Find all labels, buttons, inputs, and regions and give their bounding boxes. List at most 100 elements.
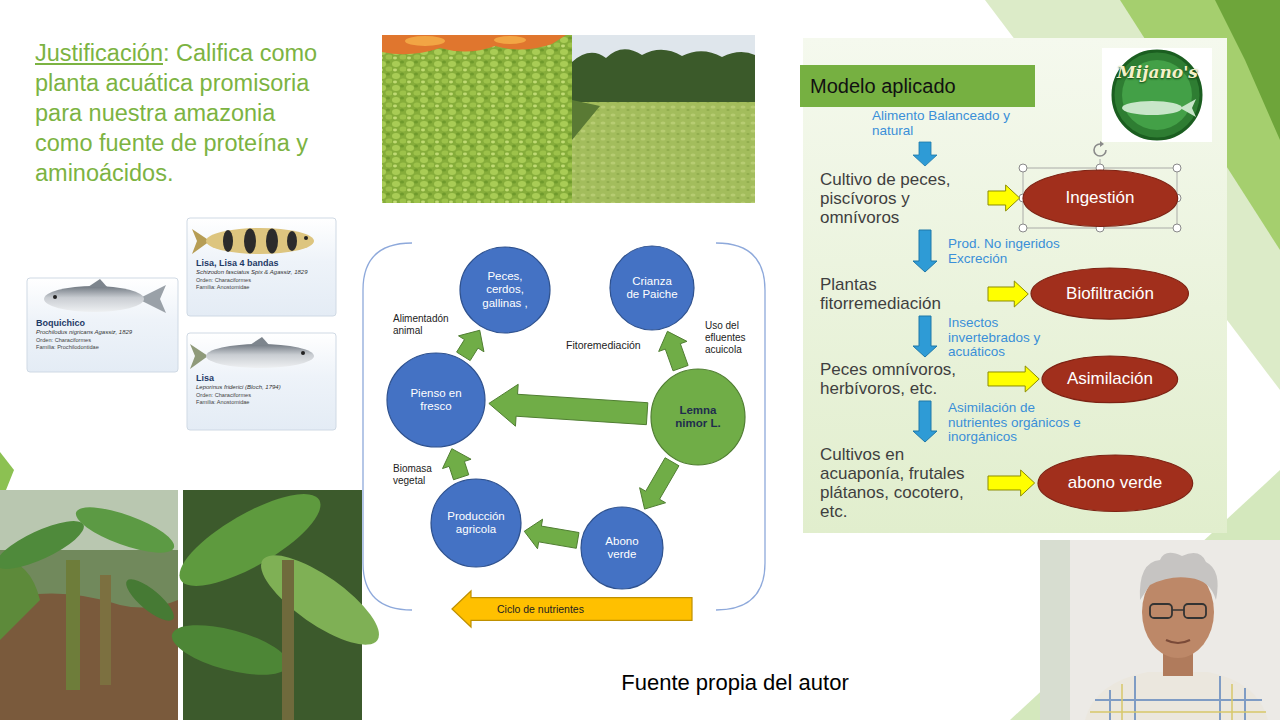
- banana-leaf: [167, 615, 293, 685]
- pond-photo-water: [572, 102, 755, 203]
- taxon-order: Orden: Characiformes: [196, 392, 330, 399]
- ellipse-shape: [1023, 170, 1178, 226]
- plantain-photo-grass: [0, 560, 40, 640]
- node-text: Abono verde: [597, 535, 647, 561]
- flow-step: Peces omnívoros, herbívoros, etc.: [820, 360, 985, 398]
- taxon-family: Familia: Anostomidae: [196, 284, 330, 291]
- band-arrow-shape: [452, 591, 692, 627]
- webcam-shirt-check: [1090, 684, 1266, 720]
- flow-note: Prod. No ingeridos Excreción: [948, 236, 1078, 266]
- text-group: Plantas fitorremediación: [820, 275, 985, 313]
- flow-note: Insectos invertebrados y acuáticos: [948, 316, 1058, 360]
- plantain-leaf: [0, 512, 89, 578]
- node-text: Crianza de Paiche: [626, 275, 678, 301]
- heading-word: Justificación: [35, 40, 163, 66]
- taxon-family: Familia: Anostomidae: [196, 399, 330, 406]
- fish-body: [206, 228, 314, 254]
- cycle-arrow: [524, 519, 579, 549]
- cycle-arrow: [489, 384, 648, 426]
- flow-step: Cultivos en acuaponía, frutales plátanos…: [820, 445, 985, 521]
- ellipse-shape: [460, 247, 550, 333]
- plantain-leaf: [71, 498, 179, 562]
- species-card-ground: [187, 218, 336, 316]
- selection-handle: [1019, 164, 1027, 172]
- fish-tail: [190, 344, 208, 369]
- source-circle: Lemna nimor L.: [650, 368, 746, 466]
- text-group: Modelo aplicado: [810, 74, 1025, 98]
- node-text: Biofiltración: [1045, 284, 1175, 304]
- plantain-stem: [66, 560, 80, 690]
- yellow-arrow: [988, 281, 1028, 307]
- cycle-arrow: [640, 458, 679, 509]
- text-group: Abono verde: [597, 535, 647, 561]
- fish-band: [223, 230, 233, 252]
- webcam-mouth: [1166, 640, 1190, 643]
- process-ellipse: Ingestión: [1022, 169, 1179, 227]
- fish-eye: [304, 236, 308, 240]
- ellipse-shape: [1038, 455, 1193, 511]
- text-group: Ciclo de nutrientes: [497, 603, 584, 615]
- process-ellipse: abono verde: [1037, 454, 1194, 512]
- cycle-circle: Abono verde: [580, 506, 664, 590]
- fish-body: [44, 286, 144, 312]
- node-text: Modelo aplicado: [810, 74, 1025, 98]
- banana-stem: [282, 560, 294, 720]
- fish-eye: [301, 351, 305, 355]
- webcam-shirt-check: [1095, 676, 1262, 720]
- text-group: Producción agricola: [440, 510, 512, 536]
- cycle-circle: Producción agricola: [430, 478, 522, 568]
- fish-band: [287, 231, 297, 251]
- taxon-order: Orden: Characiformes: [196, 277, 330, 284]
- webcam-glasses: [1150, 604, 1172, 618]
- fish-eye: [53, 295, 57, 299]
- pond-photo-sky: [572, 35, 755, 203]
- logo-fish-tail: [1180, 99, 1196, 117]
- flow-step: Cultivo de peces, piscívoros y omnívoros: [820, 170, 985, 227]
- node-text: abono verde: [1050, 473, 1180, 493]
- logo-fish: [1122, 101, 1182, 115]
- text-group: Cultivo de peces, piscívoros y omnívoros: [820, 170, 985, 227]
- flowers-patch: [494, 36, 526, 44]
- node-text: Ingestión: [1035, 188, 1165, 208]
- scientific-name: Leporinus friderici (Bloch, 1794): [196, 384, 330, 392]
- species-card: LisaLeporinus friderici (Bloch, 1794)Ord…: [187, 333, 336, 430]
- ellipse-shape: [610, 246, 694, 330]
- text-group: Pienso en fresco: [405, 387, 467, 413]
- species-name: Lisa: [196, 373, 330, 384]
- webcam-glasses: [1172, 609, 1184, 611]
- species-card-ground: [187, 333, 336, 430]
- text-group: BoquichicoProchilodus nigricans Agassiz,…: [36, 318, 172, 351]
- flow-arrow: [913, 142, 937, 166]
- cycle-circle: Peces, cerdos, gallinas ,: [459, 246, 551, 334]
- cycle-arrow: [659, 331, 688, 370]
- lemna-photo: [382, 35, 572, 203]
- node-text: Peces, cerdos, gallinas ,: [474, 270, 536, 310]
- cycle-circle: Crianza de Paiche: [609, 245, 695, 331]
- text-group: Lemna nimor L.: [668, 404, 728, 430]
- scientific-name: Schizodon fasciatus Spix & Agassiz, 1829: [196, 269, 330, 277]
- fish-fin: [250, 337, 270, 346]
- ellipse-shape: [581, 507, 663, 589]
- ellipse-shape: [1031, 268, 1188, 319]
- selection-handle: [1019, 224, 1027, 232]
- cycle-arrow: [443, 449, 472, 480]
- yellow-arrow: [988, 185, 1020, 211]
- cycle-note: Biomasa vegetal: [393, 463, 438, 487]
- cycle-note: Uso del efluentes acuicola: [705, 320, 757, 356]
- species-name: Boquichico: [36, 318, 172, 329]
- text-group: Biofiltración: [1045, 284, 1175, 304]
- selection-frame: [1023, 168, 1177, 228]
- node-text: Cultivo de peces, piscívoros y omnívoros: [820, 170, 985, 227]
- flow-arrow: [913, 401, 937, 442]
- node-text: Cultivos en acuaponía, frutales plátanos…: [820, 445, 985, 521]
- node-text: Asimilación: [1055, 369, 1165, 389]
- flow-step: Plantas fitorremediación: [820, 275, 985, 313]
- text-group: abono verde: [1050, 473, 1180, 493]
- text-group: Cultivos en acuaponía, frutales plátanos…: [820, 445, 985, 521]
- process-ellipse: Biofiltración: [1030, 267, 1189, 320]
- webcam-hair: [1140, 553, 1218, 600]
- cycle-note: Alimentadón animal: [393, 313, 459, 337]
- plantain-stem: [100, 575, 111, 685]
